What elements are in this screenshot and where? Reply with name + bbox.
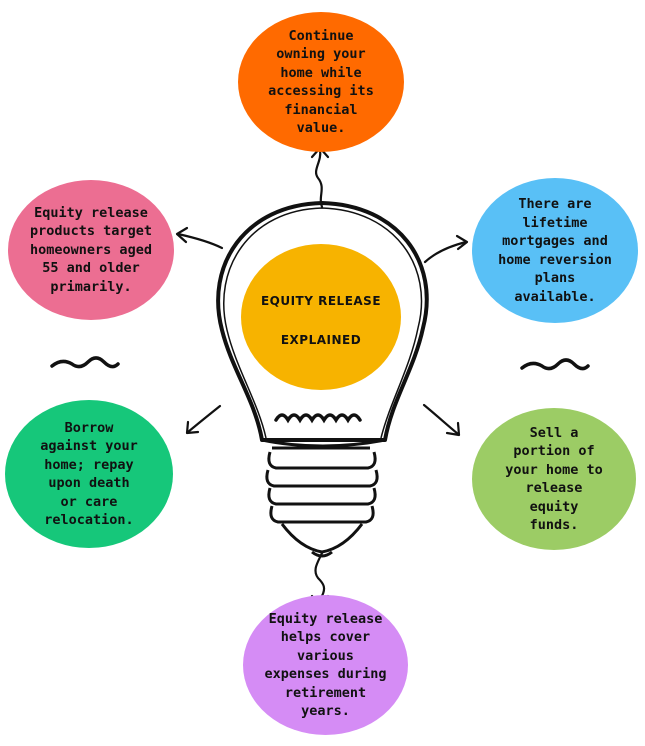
bubble-top-text: Continue owning your home while accessin… <box>268 27 374 137</box>
bubble-bottom: Equity release helps cover various expen… <box>243 595 408 735</box>
bulb-center-disc <box>241 244 401 390</box>
arrow-bottom-right <box>422 403 461 437</box>
arrow-top <box>310 146 330 209</box>
right-squiggle <box>520 358 590 371</box>
bubble-top-right-text: There are lifetime mortgages and home re… <box>498 196 612 305</box>
bulb-base <box>265 446 379 558</box>
bubble-top-left-text: Equity release products target homeowner… <box>30 204 152 295</box>
bubble-bottom-right-text: Sell a portion of your home to release e… <box>505 424 603 534</box>
bubble-bottom-left-text: Borrow against your home; repay upon dea… <box>40 419 138 529</box>
bubble-top: Continue owning your home while accessin… <box>238 12 404 152</box>
bubble-bottom-right: Sell a portion of your home to release e… <box>472 408 636 550</box>
arrow-bottom-left <box>185 404 222 435</box>
arrow-top-left <box>175 226 224 250</box>
bubble-bottom-text: Equity release helps cover various expen… <box>264 610 387 720</box>
arrow-top-right <box>423 234 469 264</box>
title-line-1: EQUITY RELEASE <box>260 294 382 308</box>
diagram-title: EQUITY RELEASE EXPLAINED <box>250 270 392 347</box>
bulb-neck <box>261 438 386 448</box>
title-line-2: EXPLAINED <box>280 333 362 347</box>
bulb-squiggle <box>274 413 362 424</box>
bubble-bottom-left: Borrow against your home; repay upon dea… <box>5 400 173 548</box>
bubble-top-left: Equity release products target homeowner… <box>8 180 174 320</box>
left-squiggle <box>50 356 120 369</box>
bubble-top-right: There are lifetime mortgages and home re… <box>472 178 638 323</box>
